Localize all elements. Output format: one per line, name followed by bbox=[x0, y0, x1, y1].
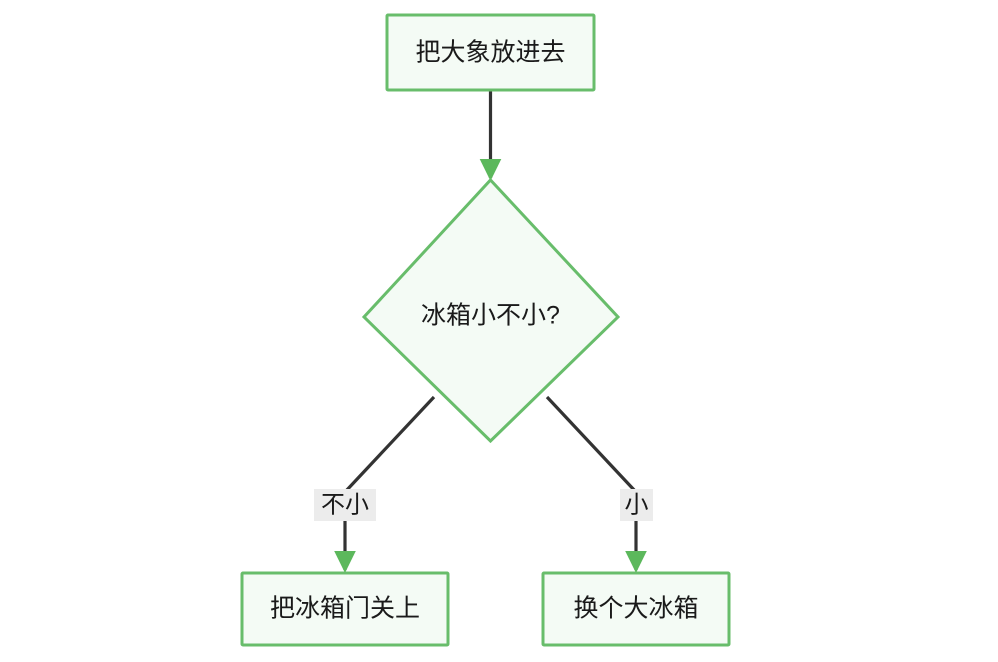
edge-label-background bbox=[620, 489, 653, 521]
edge-label-text: 不小 bbox=[321, 491, 369, 518]
node-decision-label: 冰箱小不小? bbox=[421, 302, 560, 330]
node-close-door-label: 把冰箱门关上 bbox=[270, 595, 420, 623]
node-bigger-fridge-label: 换个大冰箱 bbox=[573, 595, 698, 623]
edge-line-diagonal bbox=[343, 395, 436, 494]
edge-label-background bbox=[314, 489, 376, 521]
edge-label-bu-xiao: 不小 bbox=[314, 489, 376, 521]
edge-decision-to-close-door bbox=[334, 395, 436, 573]
edge-decision-to-bigger-fridge bbox=[545, 395, 647, 573]
node-start-label: 把大象放进去 bbox=[415, 39, 565, 67]
node-start-shape[interactable] bbox=[385, 13, 596, 92]
edge-label-text: 小 bbox=[625, 491, 649, 518]
node-close-door[interactable]: 把冰箱门关上 bbox=[240, 571, 450, 647]
node-bigger-fridge-shape[interactable] bbox=[541, 571, 731, 647]
node-decision[interactable]: 冰箱小不小? bbox=[361, 177, 621, 444]
node-bigger-fridge[interactable]: 换个大冰箱 bbox=[541, 571, 731, 647]
node-start[interactable]: 把大象放进去 bbox=[385, 13, 596, 92]
node-decision-shape[interactable] bbox=[361, 177, 621, 444]
node-close-door-shape[interactable] bbox=[240, 571, 450, 647]
edge-label-xiao: 小 bbox=[620, 489, 653, 521]
edge-line-diagonal bbox=[545, 395, 638, 494]
